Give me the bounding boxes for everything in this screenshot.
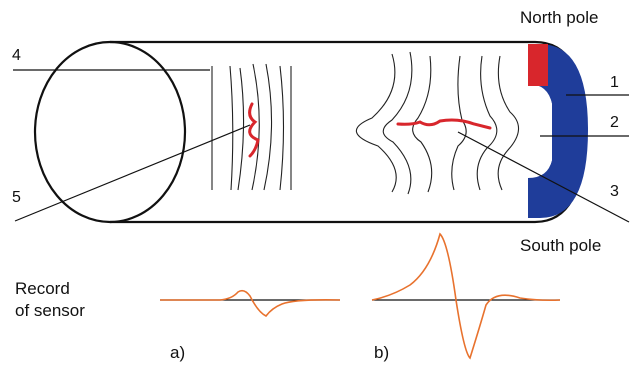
flux-line — [497, 55, 520, 191]
leader-line-5 — [14, 124, 251, 222]
label-2: 2 — [610, 114, 619, 131]
magnet — [528, 44, 588, 218]
sensor-record-a — [160, 289, 341, 318]
flux-line — [229, 65, 234, 191]
flux-line — [476, 55, 498, 191]
south-pole-label: South pole — [520, 236, 602, 255]
leader-lines — [13, 69, 630, 223]
signal-trace-b — [371, 232, 561, 360]
flux-lines-flaw-3 — [355, 51, 520, 195]
flaw-3 — [396, 118, 492, 130]
record-label-line-1: Record — [15, 279, 70, 298]
leader-line-3 — [457, 131, 630, 223]
magnet-yoke — [528, 44, 588, 218]
signal-trace-a — [160, 289, 341, 318]
label-4: 4 — [12, 47, 21, 64]
pipe-end-ellipse — [33, 40, 187, 224]
flux-line — [263, 63, 273, 191]
panel-b-label: b) — [374, 343, 390, 362]
north-pole-label: North pole — [520, 8, 599, 27]
flux-line — [279, 65, 285, 191]
label-1: 1 — [610, 74, 619, 91]
flux-line — [412, 55, 433, 193]
label-5: 5 — [12, 189, 21, 206]
flux-line — [451, 55, 467, 191]
magnet-inner-cutout — [528, 90, 552, 176]
sensor-record-b — [371, 232, 561, 360]
flux-line — [382, 51, 413, 195]
record-label-line-2: of sensor — [15, 301, 85, 320]
magnet-north-red-block — [528, 44, 548, 86]
panel-a-label: a) — [170, 343, 186, 362]
flux-line — [355, 53, 397, 193]
flux-line — [251, 63, 260, 191]
pipe-outline — [110, 40, 587, 224]
label-3: 3 — [610, 183, 619, 200]
flaw-5 — [248, 102, 260, 158]
pipe — [33, 40, 587, 224]
